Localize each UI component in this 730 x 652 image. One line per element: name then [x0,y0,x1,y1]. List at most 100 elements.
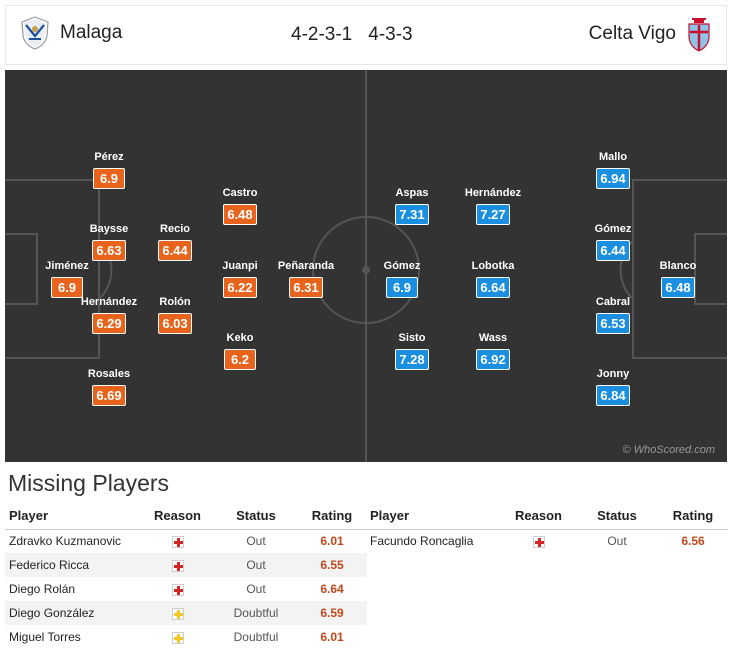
player-column-header[interactable]: Player [5,503,140,530]
player-name[interactable]: Rolón [159,296,191,308]
table-header-row: Player Reason Status Rating [366,503,728,530]
player-name[interactable]: Wass [478,332,508,344]
home-player[interactable]: Peñaranda 6.31 [271,260,341,298]
player-name[interactable]: Lobotka [471,260,515,272]
player-name[interactable]: Keko [226,332,254,344]
player-name[interactable]: Peñaranda [277,260,335,272]
missing-player-name[interactable]: Zdravko Kuzmanovic [9,534,122,549]
away-player[interactable]: Aspas 7.31 [377,187,447,225]
home-player[interactable]: Rolón 6.03 [140,296,210,334]
player-name[interactable]: Cabral [595,296,631,308]
yellow-cross-icon [171,631,184,644]
reason-column-header[interactable]: Reason [140,503,215,530]
rating-cell: 6.55 [297,553,367,577]
home-player[interactable]: Recio 6.44 [140,223,210,261]
reason-cell [140,625,215,649]
player-name[interactable]: Hernández [464,187,522,199]
home-team[interactable]: Malaga [20,16,122,50]
malaga-crest-icon [21,16,49,50]
status-column-header[interactable]: Status [576,503,658,530]
away-formation: 4-3-3 [368,24,413,45]
player-name[interactable]: Pérez [94,151,124,163]
reason-column-header[interactable]: Reason [501,503,576,530]
player-name[interactable]: Juanpi [222,260,258,272]
home-player[interactable]: Castro 6.48 [205,187,275,225]
away-team[interactable]: Celta Vigo [589,16,712,52]
player-rating: 6.22 [223,277,257,298]
player-name[interactable]: Gómez [383,260,421,272]
player-name[interactable]: Recio [160,223,190,235]
player-name[interactable]: Gómez [594,223,632,235]
player-name[interactable]: Jonny [596,368,630,380]
player-rating: 6.92 [476,349,510,370]
player-rating: 6.48 [223,204,257,225]
player-name[interactable]: Baysse [89,223,129,235]
player-name[interactable]: Hernández [80,296,138,308]
reason-cell [140,577,215,601]
player-name[interactable]: Jiménez [45,260,89,272]
home-player[interactable]: Juanpi 6.22 [205,260,275,298]
player-name[interactable]: Rosales [87,368,131,380]
home-player[interactable]: Pérez 6.9 [74,151,144,189]
home-missing-table: Player Reason Status Rating Zdravko Kuzm… [5,503,367,649]
player-name[interactable]: Blanco [659,260,697,272]
missing-player-name[interactable]: Federico Ricca [5,553,140,577]
home-team-name[interactable]: Malaga [60,22,123,43]
red-cross-icon [171,536,184,549]
player-rating: 6.53 [596,313,630,334]
rating-column-header[interactable]: Rating [297,503,367,530]
player-rating: 6.44 [158,240,192,261]
away-player[interactable]: Cabral 6.53 [578,296,648,334]
rating-cell: 6.64 [320,582,344,596]
player-rating: 6.03 [158,313,192,334]
red-cross-icon [532,536,545,549]
reason-cell [140,529,215,553]
yellow-cross-icon [171,607,184,620]
formations: 4-2-3-1 4-3-3 [291,24,429,46]
player-name[interactable]: Aspas [395,187,429,199]
away-team-name[interactable]: Celta Vigo [588,23,676,44]
status-cell: Out [246,582,266,596]
table-row: Zdravko Kuzmanovic Out 6.01 [5,529,367,553]
missing-player-name[interactable]: Facundo Roncaglia [370,534,474,549]
player-column-header[interactable]: Player [366,503,501,530]
rating-cell: 6.01 [320,630,344,644]
rating-cell: 6.01 [320,534,344,549]
home-formation: 4-2-3-1 [291,24,353,45]
player-rating: 7.31 [395,204,429,225]
player-name[interactable]: Castro [222,187,258,199]
red-cross-icon [171,583,184,596]
missing-player-name[interactable]: Diego Rolán [9,582,76,596]
status-cell: Out [607,534,627,549]
status-cell: Out [215,553,297,577]
player-rating: 6.31 [289,277,323,298]
player-name[interactable]: Sisto [398,332,426,344]
status-cell: Out [246,534,266,549]
player-rating: 6.94 [596,168,630,189]
match-header: Malaga 4-2-3-1 4-3-3 Celta Vigo [5,5,727,65]
status-column-header[interactable]: Status [215,503,297,530]
missing-player-name[interactable]: Diego González [5,601,140,625]
player-rating: 6.64 [476,277,510,298]
reason-cell [140,601,215,625]
away-player[interactable]: Mallo 6.94 [578,151,648,189]
player-name[interactable]: Mallo [598,151,628,163]
watermark: © WhoScored.com [622,444,715,456]
missing-player-name[interactable]: Miguel Torres [9,630,81,644]
away-player[interactable]: Wass 6.92 [458,332,528,370]
rating-column-header[interactable]: Rating [658,503,728,530]
player-rating: 6.9 [93,168,125,189]
away-player[interactable]: Lobotka 6.64 [458,260,528,298]
